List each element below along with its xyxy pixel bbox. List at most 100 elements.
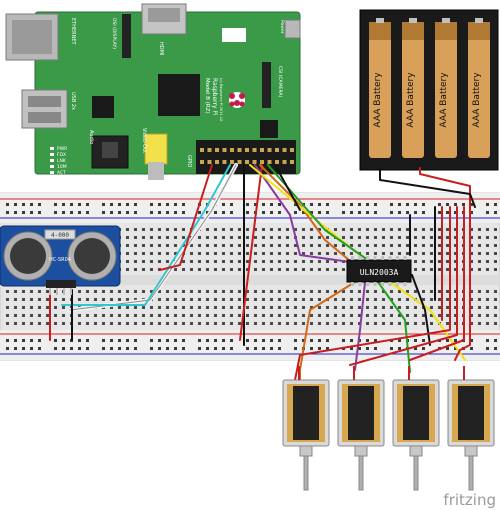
bb-hole — [126, 252, 129, 255]
bb-hole — [358, 203, 361, 206]
bb-hole — [38, 203, 41, 206]
bb-hole — [422, 290, 425, 293]
wire-green-out — [377, 281, 411, 373]
bb-hole — [278, 236, 281, 239]
bb-hole — [102, 211, 105, 214]
bb-hole — [342, 298, 345, 301]
bb-hole — [110, 322, 113, 325]
bb-hole — [166, 290, 169, 293]
bb-hole — [198, 306, 201, 309]
bb-hole — [62, 314, 65, 317]
bb-hole — [310, 306, 313, 309]
regulator-chip — [260, 120, 278, 138]
bb-hole — [310, 244, 313, 247]
battery-terminal — [409, 18, 417, 23]
status-led-label: FDX — [57, 152, 66, 158]
bb-hole — [262, 260, 265, 263]
bb-hole — [382, 306, 385, 309]
bb-hole — [134, 203, 137, 206]
gpio-pin — [237, 148, 242, 152]
bb-hole — [286, 298, 289, 301]
bb-hole — [494, 236, 497, 239]
bb-hole — [182, 298, 185, 301]
bb-hole — [246, 244, 249, 247]
gpio-pin — [267, 148, 272, 152]
bb-hole — [206, 228, 209, 231]
wire-orange-in — [259, 164, 356, 266]
bb-hole — [198, 244, 201, 247]
bb-hole — [230, 236, 233, 239]
bb-hole — [174, 252, 177, 255]
bb-hole — [158, 306, 161, 309]
bb-hole — [254, 306, 257, 309]
bb-hole — [478, 306, 481, 309]
bb-hole — [374, 306, 377, 309]
gpio-pin — [207, 160, 212, 164]
bb-hole — [150, 203, 153, 206]
bb-hole — [334, 314, 337, 317]
bb-hole — [134, 268, 137, 271]
bb-hole — [214, 306, 217, 309]
bb-hole — [478, 236, 481, 239]
bb-hole — [222, 236, 225, 239]
bb-hole — [86, 211, 89, 214]
bb-hole — [398, 211, 401, 214]
bb-hole — [78, 339, 81, 342]
bb-hole — [470, 244, 473, 247]
audio-label: Audio — [88, 130, 94, 144]
bb-hole — [166, 306, 169, 309]
bb-hole — [430, 244, 433, 247]
bb-hole — [334, 252, 337, 255]
bb-hole — [414, 306, 417, 309]
bb-hole — [366, 228, 369, 231]
bb-hole — [206, 268, 209, 271]
bb-hole — [14, 306, 17, 309]
bb-hole — [374, 298, 377, 301]
bb-hole — [230, 260, 233, 263]
bb-hole — [470, 314, 473, 317]
bb-hole — [414, 203, 417, 206]
bb-hole — [198, 322, 201, 325]
bb-hole — [158, 347, 161, 350]
bb-hole — [134, 314, 137, 317]
bb-hole — [398, 339, 401, 342]
bb-hole — [222, 211, 225, 214]
bb-hole — [110, 314, 113, 317]
bb-hole — [6, 290, 9, 293]
bb-hole — [134, 306, 137, 309]
bb-hole — [182, 322, 185, 325]
bb-hole — [350, 290, 353, 293]
bb-hole — [166, 322, 169, 325]
bb-hole — [190, 268, 193, 271]
battery-terminal — [376, 18, 384, 23]
uln-pin — [373, 282, 377, 286]
bb-hole — [350, 347, 353, 350]
bb-hole — [134, 260, 137, 263]
bb-hole — [30, 339, 33, 342]
bb-hole — [430, 252, 433, 255]
model-sub-label: Model B (RZ) — [204, 78, 210, 114]
bb-hole — [334, 290, 337, 293]
bb-hole — [422, 244, 425, 247]
bb-hole — [126, 211, 129, 214]
bb-hole — [318, 298, 321, 301]
bb-hole — [486, 306, 489, 309]
bb-hole — [494, 347, 497, 350]
bb-hole — [486, 290, 489, 293]
bb-hole — [230, 211, 233, 214]
uln-pin — [381, 282, 384, 286]
bb-hole — [374, 228, 377, 231]
bb-hole — [14, 339, 17, 342]
bb-hole — [406, 322, 409, 325]
bb-hole — [406, 298, 409, 301]
wire-pi-black — [274, 164, 301, 211]
gpio-pin — [290, 160, 294, 164]
bb-hole — [358, 228, 361, 231]
bb-hole — [246, 322, 249, 325]
bb-hole — [246, 268, 249, 271]
bb-hole — [30, 347, 33, 350]
bb-hole — [246, 211, 249, 214]
bb-hole — [326, 268, 329, 271]
bb-hole — [422, 236, 425, 239]
uln-pin — [351, 256, 354, 260]
